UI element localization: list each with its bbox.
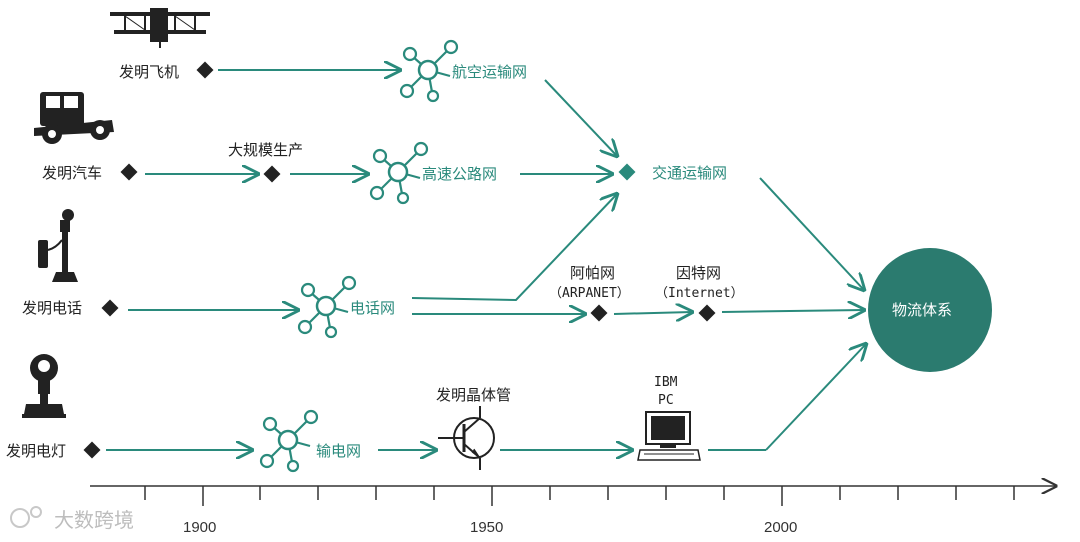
invention-airplane-label: 发明飞机	[119, 63, 179, 81]
logistics-hub	[868, 248, 992, 372]
airplane-icon	[110, 8, 210, 48]
aviation-network-label: 航空运输网	[452, 63, 527, 81]
power-grid-label: 输电网	[316, 442, 361, 460]
ibm-label: IBM	[654, 375, 678, 390]
milestone-diamond	[590, 304, 608, 322]
light-bulb-icon	[22, 354, 66, 418]
milestone-diamond	[698, 304, 716, 322]
watermark: 大数跨境	[10, 506, 134, 532]
car-icon	[34, 92, 114, 144]
transport-network-label: 交通运输网	[652, 164, 727, 182]
flow-arrows	[106, 70, 866, 450]
transistor-icon	[438, 406, 495, 470]
milestone-diamond	[83, 441, 101, 459]
watermark-text: 大数跨境	[54, 508, 134, 532]
network-node-icon	[259, 409, 319, 473]
milestone-diamond	[120, 163, 138, 181]
invention-phone-label: 发明电话	[22, 299, 82, 317]
milestone-diamond	[196, 61, 214, 79]
milestone-diamond	[101, 299, 119, 317]
network-node-icon	[297, 275, 357, 339]
transport-diamond	[618, 163, 636, 181]
network-node-icon	[399, 39, 459, 103]
mass-production-label: 大规模生产	[228, 141, 303, 159]
arpanet-label: 阿帕网	[570, 264, 615, 282]
axis-label-2000: 2000	[764, 519, 797, 536]
axis-label-1950: 1950	[470, 519, 503, 536]
telephone-network-label: 电话网	[350, 299, 395, 317]
axis-label-1900: 1900	[183, 519, 216, 536]
internet-label: 因特网	[676, 264, 721, 282]
invention-lamp-label: 发明电灯	[6, 442, 66, 460]
pc-label: PC	[658, 393, 674, 408]
milestone-diamond	[263, 165, 281, 183]
network-node-icon	[369, 141, 429, 205]
invention-car-label: 发明汽车	[42, 164, 102, 182]
highway-network-label: 高速公路网	[422, 165, 497, 183]
computer-icon	[637, 411, 701, 461]
logistics-hub-label: 物流体系	[892, 301, 952, 319]
telephone-icon	[38, 209, 78, 282]
time-axis	[90, 486, 1056, 506]
transistor-label: 发明晶体管	[436, 386, 511, 404]
arpanet-sublabel: （ARPANET）	[549, 286, 630, 301]
internet-sublabel: （Internet）	[655, 286, 744, 301]
